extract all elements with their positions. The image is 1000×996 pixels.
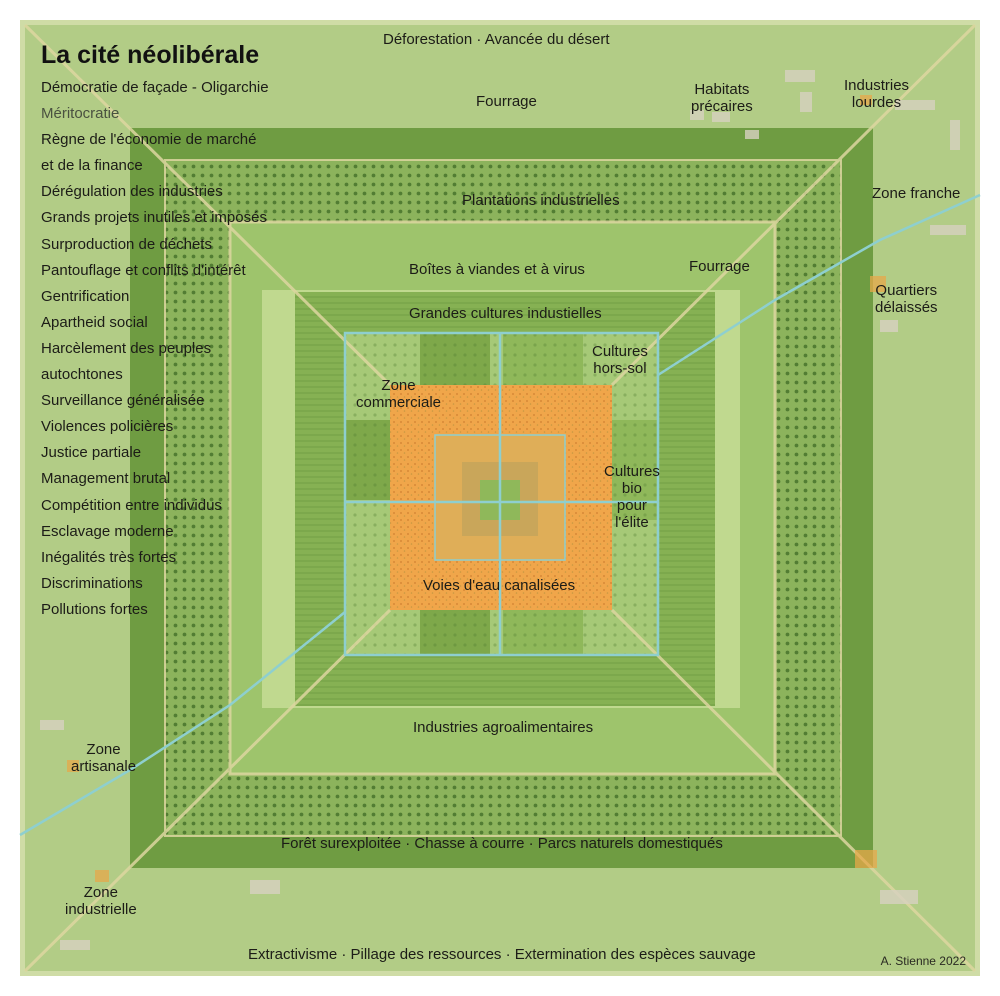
characteristics-panel: La cité néolibérale Démocratie de façade…: [41, 38, 269, 623]
label-plantations: Plantations industrielles: [462, 192, 620, 209]
label-fourrage-right: Fourrage: [689, 258, 750, 275]
list-item: Méritocratie: [41, 105, 120, 123]
label-boites-viandes: Boîtes à viandes et à virus: [409, 261, 585, 278]
label-zone-franche: Zone franche: [872, 185, 961, 202]
list-item: Dérégulation des industries: [41, 183, 223, 201]
list-item: Harcèlement des peuples: [41, 339, 212, 357]
list-item: Inégalités très fortes: [41, 548, 177, 566]
list-item: Grands projets inutiles et imposés: [41, 209, 267, 227]
label-fourrage-top: Fourrage: [476, 93, 537, 110]
list-item: Démocratie de façade - Oligarchie: [41, 79, 269, 96]
list-item: Justice partiale: [41, 444, 142, 462]
label-deforestation: Déforestation · Avancée du désert: [383, 31, 610, 48]
list-item: Pantouflage et conflits d'intérêt: [41, 261, 246, 279]
list-item: Surproduction de déchets: [41, 235, 212, 253]
label-voies-eau: Voies d'eau canalisées: [423, 577, 576, 594]
list-item: Compétition entre individus: [41, 496, 222, 514]
list-item: et de la finance: [41, 157, 143, 175]
label-extractivisme: Extractivisme · Pillage des ressources ·…: [248, 946, 756, 963]
list-item: Esclavage moderne: [41, 522, 174, 540]
list-item: Apartheid social: [41, 313, 148, 331]
list-item: Management brutal: [41, 470, 171, 488]
author-credit: A. Stienne 2022: [880, 954, 966, 968]
characteristics-list: Démocratie de façade - Oligarchie Mérito…: [41, 75, 269, 623]
list-item: Violences policières: [41, 418, 174, 436]
list-item: Pollutions fortes: [41, 600, 148, 618]
list-item: Discriminations: [41, 574, 143, 592]
list-item: Règne de l'économie de marché: [41, 131, 257, 149]
label-industries-agroalimentaires: Industries agroalimentaires: [413, 719, 594, 736]
list-item: autochtones: [41, 366, 123, 384]
label-grandes-cultures: Grandes cultures industielles: [409, 305, 602, 322]
label-foret: Forêt surexploitée · Chasse à courre · P…: [281, 835, 723, 852]
canalized-waterways: [19, 193, 981, 837]
list-item: Gentrification: [41, 287, 130, 305]
list-item: Surveillance généralisée: [41, 392, 205, 410]
map-title: La cité néolibérale: [41, 41, 260, 69]
